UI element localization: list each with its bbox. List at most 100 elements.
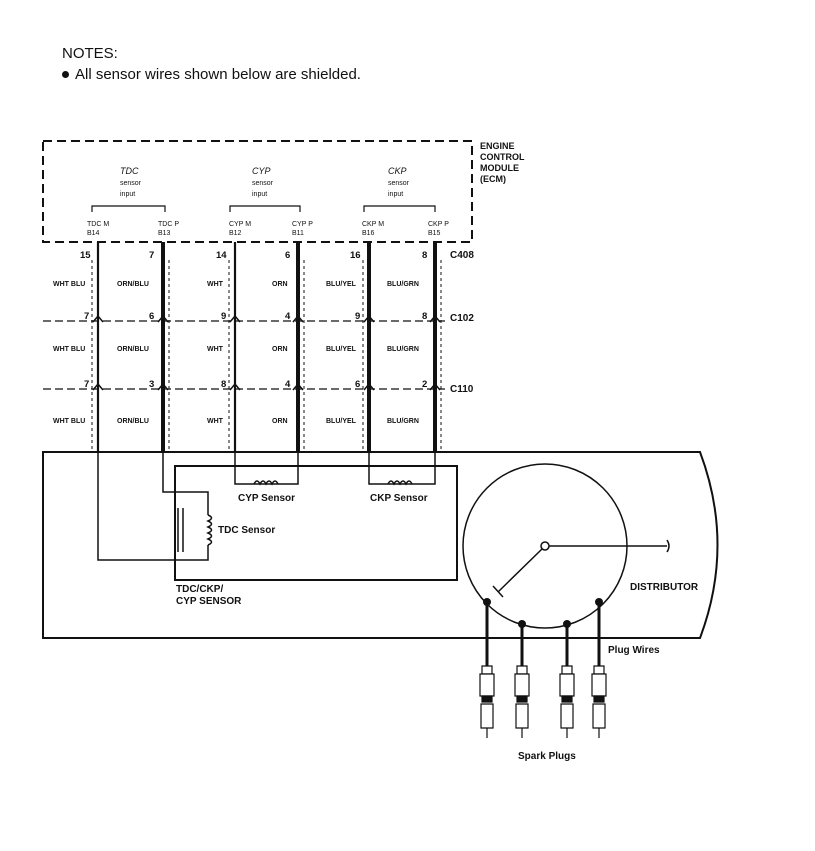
spark-plugs-label: Spark Plugs <box>518 751 576 762</box>
cyp-m-pin: B12 <box>229 230 242 237</box>
c408-pin-6: 8 <box>422 250 427 261</box>
color-r1-6: BLU/GRN <box>387 281 419 288</box>
tdc-sensor <box>97 452 213 561</box>
connector-marks <box>92 314 441 391</box>
color-r1-2: ORN/BLU <box>117 281 149 288</box>
ckp-sensor <box>368 452 436 486</box>
cyp-input-label-2: sensor <box>252 180 274 187</box>
rotor-center <box>540 541 550 551</box>
tdc-sensor-label: TDC Sensor <box>218 525 275 536</box>
c102-pin-2: 6 <box>149 311 154 322</box>
ckp-input-label-2: sensor <box>388 180 410 187</box>
c110-pin-1: 7 <box>84 379 89 390</box>
color-r1-3: WHT <box>207 281 224 288</box>
tdc-m-pin: B14 <box>87 230 100 237</box>
color-r3-3: WHT <box>207 418 224 425</box>
c102-pin-4: 4 <box>285 311 291 322</box>
c102-label: C102 <box>450 313 474 324</box>
spark-plug-2 <box>514 665 530 738</box>
ckp-p-pin: B15 <box>428 230 441 237</box>
c102-pin-3: 9 <box>221 311 226 322</box>
tdc-input-label-3: input <box>120 191 135 198</box>
color-r3-6: BLU/GRN <box>387 418 419 425</box>
c408-pin-3: 14 <box>216 250 227 261</box>
ecm-label-2: CONTROL <box>480 152 525 162</box>
color-r2-2: ORN/BLU <box>117 346 149 353</box>
c110-pin-3: 8 <box>221 379 226 390</box>
ecm-label-1: ENGINE <box>480 141 515 151</box>
cyp-input-label: CYP <box>252 166 271 176</box>
notes-title: NOTES: <box>62 45 118 62</box>
ecm-box <box>42 140 473 243</box>
color-r1-4: ORN <box>272 281 288 288</box>
sensor-assembly-box <box>174 465 458 581</box>
c408-label: C408 <box>450 250 474 261</box>
ckp-input-label: CKP <box>388 166 407 176</box>
ckp-bracket <box>363 205 436 212</box>
color-r1-1: WHT BLU <box>53 281 85 288</box>
c102-pin-5: 9 <box>355 311 360 322</box>
spark-plug-3 <box>559 665 575 738</box>
tdc-input-label-2: sensor <box>120 180 142 187</box>
distributor-label: DISTRIBUTOR <box>630 582 699 593</box>
c110-pin-6: 2 <box>422 379 427 390</box>
cyp-sensor-label: CYP Sensor <box>238 493 295 504</box>
wires <box>96 242 437 452</box>
plug-wires-label: Plug Wires <box>608 645 660 656</box>
color-r2-1: WHT BLU <box>53 346 85 353</box>
color-r2-6: BLU/GRN <box>387 346 419 353</box>
tdc-p-terminal: TDC P <box>158 221 179 228</box>
c110-pin-2: 3 <box>149 379 154 390</box>
center-wire-break <box>666 539 670 553</box>
plug-wires <box>485 602 601 666</box>
rotor-arm <box>497 548 543 593</box>
cyp-input-label-3: input <box>252 191 267 198</box>
c408-pin-2: 7 <box>149 250 154 261</box>
cyp-m-terminal: CYP M <box>229 221 251 228</box>
bullet-icon <box>62 70 69 78</box>
ecm-group-cyp: CYP sensor input CYP M B12 CYP P B11 <box>229 166 313 237</box>
ecm-group-ckp: CKP sensor input CKP M B16 CKP P B15 <box>362 166 449 237</box>
rotor-tip <box>492 585 504 598</box>
ecm-group-tdc: TDC sensor input TDC M B14 TDC P B13 <box>87 166 179 237</box>
c110-pin-5: 6 <box>355 379 360 390</box>
ecm-label-3: MODULE <box>480 163 519 173</box>
ecm-label-4: (ECM) <box>480 174 506 184</box>
ckp-p-terminal: CKP P <box>428 221 449 228</box>
c102-pin-6: 8 <box>422 311 427 322</box>
c110-pin-4: 4 <box>285 379 291 390</box>
ckp-sensor-label: CKP Sensor <box>370 493 428 504</box>
spark-plug-1 <box>479 665 495 738</box>
cyp-p-pin: B11 <box>292 230 304 237</box>
sensor-assembly-label-1: TDC/CKP/ <box>176 584 223 595</box>
c408-pin-4: 6 <box>285 250 290 261</box>
shields <box>91 260 442 452</box>
c102-pin-1: 7 <box>84 311 89 322</box>
color-r3-5: BLU/YEL <box>326 418 357 425</box>
ckp-m-pin: B16 <box>362 230 375 237</box>
color-r1-5: BLU/YEL <box>326 281 357 288</box>
color-r2-3: WHT <box>207 346 224 353</box>
notes-bullet-text: All sensor wires shown below are shielde… <box>75 66 361 83</box>
color-r3-2: ORN/BLU <box>117 418 149 425</box>
c110-label: C110 <box>450 384 474 395</box>
c408-pin-1: 15 <box>80 250 91 261</box>
sensor-assembly-label-2: CYP SENSOR <box>176 596 242 607</box>
color-r3-4: ORN <box>272 418 288 425</box>
notes: NOTES: All sensor wires shown below are … <box>62 44 361 86</box>
tdc-m-terminal: TDC M <box>87 221 109 228</box>
ckp-input-label-3: input <box>388 191 403 198</box>
color-r2-5: BLU/YEL <box>326 346 357 353</box>
distributor-housing <box>42 451 719 639</box>
notes-bullet: All sensor wires shown below are shielde… <box>62 64 361 86</box>
cyp-sensor <box>234 452 299 486</box>
tdc-bracket <box>91 205 166 212</box>
color-r2-4: ORN <box>272 346 288 353</box>
tdc-p-pin: B13 <box>158 230 171 237</box>
spark-plug-4 <box>591 665 607 738</box>
color-r3-1: WHT BLU <box>53 418 85 425</box>
distributor-terminals <box>483 598 603 628</box>
c408-pin-5: 16 <box>350 250 361 261</box>
cyp-bracket <box>229 205 301 212</box>
